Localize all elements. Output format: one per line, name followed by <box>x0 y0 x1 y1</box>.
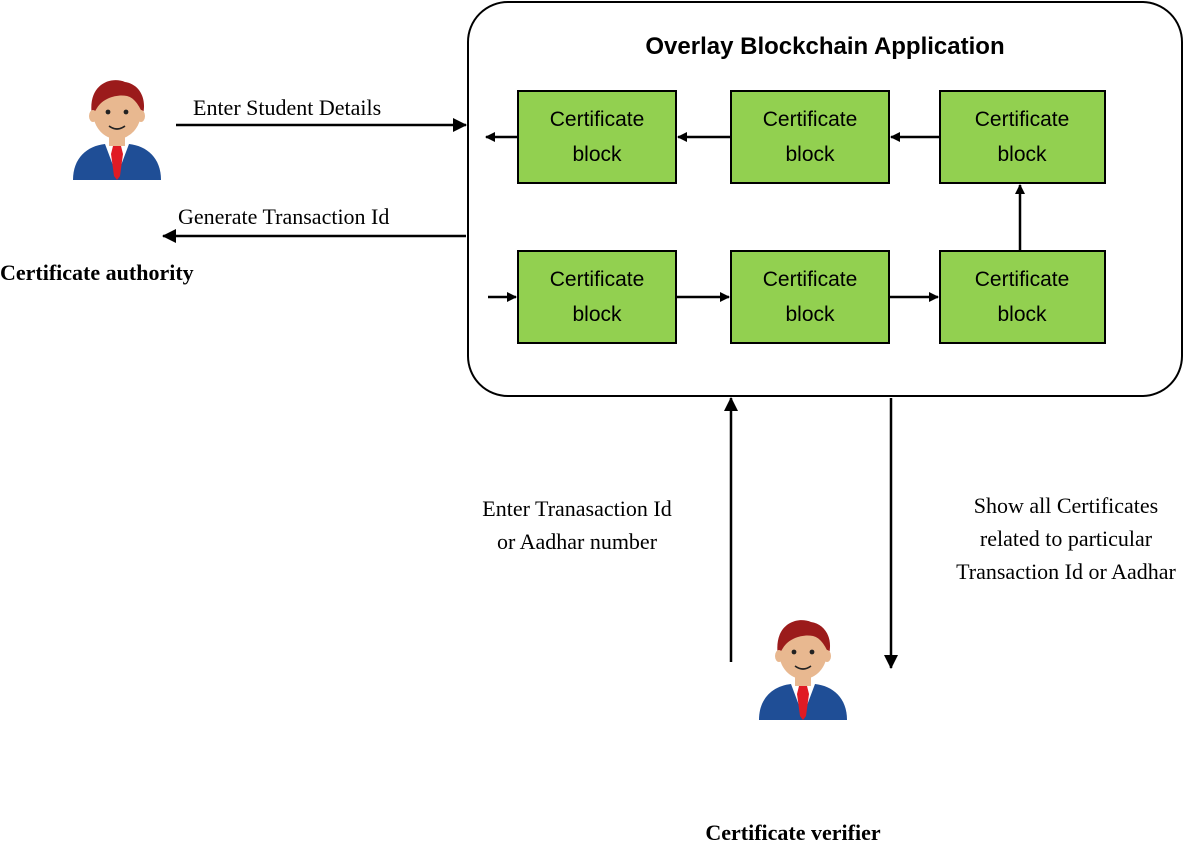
certificate-authority: Certificate authority Enter Student Deta… <box>0 79 467 285</box>
generate-id-label: Generate Transaction Id <box>178 204 389 229</box>
show-certificates-line3: Transaction Id or Aadhar <box>956 559 1176 584</box>
application-title: Overlay Blockchain Application <box>645 33 1004 60</box>
block-label-line2: block <box>997 143 1047 166</box>
block-label-line2: block <box>785 143 835 166</box>
authority-label: Certificate authority <box>0 260 194 285</box>
block-chain: Certificate block Certificate block Cert… <box>517 90 1106 344</box>
certificate-block-bottom-2: Certificate block <box>730 250 890 344</box>
block-label-line2: block <box>997 303 1047 326</box>
certificate-block-top-3: Certificate block <box>939 90 1106 184</box>
block-label-line1: Certificate <box>550 268 645 291</box>
block-label-line2: block <box>572 303 622 326</box>
block-label-line1: Certificate <box>763 268 858 291</box>
block-label-line2: block <box>572 143 622 166</box>
block-label-line1: Certificate <box>975 108 1070 131</box>
show-certificates-line2: related to particular <box>980 526 1153 551</box>
block-label-line1: Certificate <box>550 108 645 131</box>
enter-details-label: Enter Student Details <box>193 95 381 120</box>
show-certificates-line1: Show all Certificates <box>974 493 1159 518</box>
certificate-block-top-1: Certificate block <box>517 90 677 184</box>
verifier-avatar <box>758 619 848 721</box>
certificate-block-top-2: Certificate block <box>730 90 890 184</box>
chain-arrows <box>485 132 1025 302</box>
verifier-label: Certificate verifier <box>705 820 880 842</box>
block-label-line2: block <box>785 303 835 326</box>
certificate-block-bottom-3: Certificate block <box>939 250 1106 344</box>
enter-id-label-line1: Enter Tranasaction Id <box>482 496 671 521</box>
block-label-line1: Certificate <box>975 268 1070 291</box>
certificate-block-bottom-1: Certificate block <box>517 250 677 344</box>
certificate-verifier: Certificate verifier Enter Tranasaction … <box>482 397 1177 842</box>
block-label-line1: Certificate <box>763 108 858 131</box>
authority-avatar <box>72 79 162 181</box>
enter-id-label-line2: or Aadhar number <box>497 529 658 554</box>
